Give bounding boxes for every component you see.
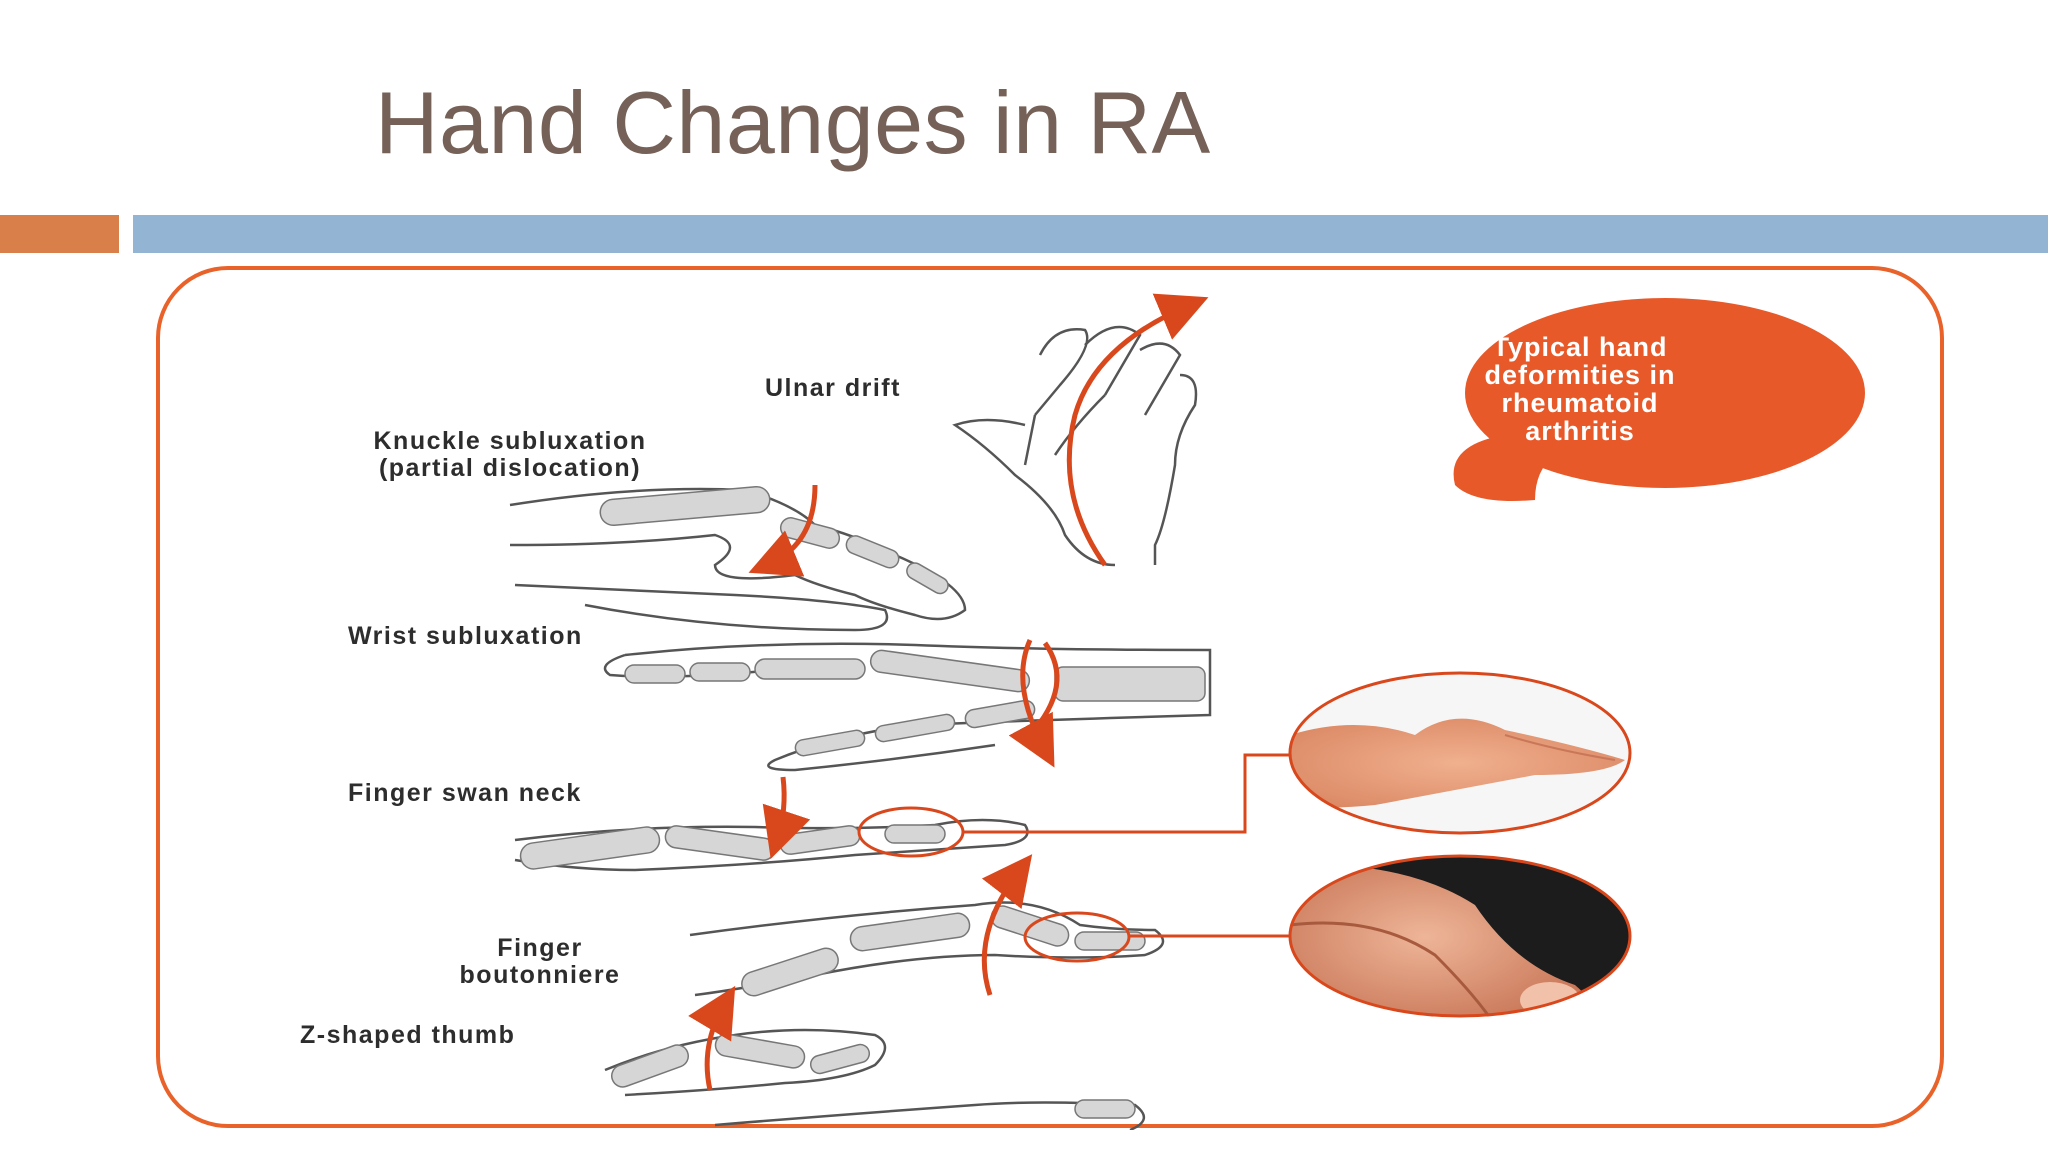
callout-bubble (1453, 298, 1865, 501)
swan-neck-illustration (514, 818, 1029, 872)
label-swan-neck: Finger swan neck (348, 779, 582, 807)
title-accent-bar (0, 215, 119, 253)
callout-line-1: Typical hand (1492, 332, 1668, 362)
ulnar-drift-arrow (1066, 293, 1209, 567)
label-knuckle-line-1: Knuckle subluxation (373, 427, 647, 455)
boutonniere-illustration (689, 901, 1165, 997)
label-boutonniere-line-1: Finger (497, 934, 583, 962)
callout-line-3: rheumatoid (1501, 388, 1659, 418)
label-z-thumb: Z-shaped thumb (300, 1021, 516, 1049)
slide-title: Hand Changes in RA (375, 73, 1211, 172)
title-rule-bar (133, 215, 2048, 253)
swan-neck-arrow (762, 776, 811, 859)
knuckle-arrow (748, 484, 818, 577)
boutonniere-photo (1288, 854, 1632, 1018)
z-thumb-illustration (604, 1028, 1145, 1130)
label-knuckle-subluxation: Knuckle subluxation (partial dislocation… (315, 428, 705, 482)
swan-neck-photo (1288, 671, 1632, 835)
wrist-arrow (1008, 638, 1055, 768)
boutonniere-arrow (981, 854, 1033, 996)
callout-line-4: arthritis (1525, 416, 1635, 446)
ulnar-drift-hand (952, 325, 1198, 567)
label-ulnar-drift: Ulnar drift (765, 374, 901, 402)
wrist-subluxation-illustration (603, 642, 1212, 772)
label-knuckle-line-2: (partial dislocation) (378, 454, 642, 482)
swan-neck-leader (963, 753, 1290, 834)
knuckle-subluxation-illustration (509, 485, 967, 632)
label-wrist-subluxation: Wrist subluxation (348, 622, 583, 650)
label-boutonniere: Finger boutonniere (420, 935, 660, 989)
callout-text: Typical hand deformities in rheumatoid a… (1450, 333, 1710, 445)
callout-line-2: deformities in (1484, 360, 1676, 390)
z-thumb-arrow (688, 985, 736, 1091)
figure-frame (156, 266, 1944, 1128)
label-boutonniere-line-2: boutonniere (459, 961, 621, 989)
hand-deformities-figure: Typical hand deformities in rheumatoid a… (155, 265, 1945, 1130)
figure-illustration (156, 266, 1944, 1130)
